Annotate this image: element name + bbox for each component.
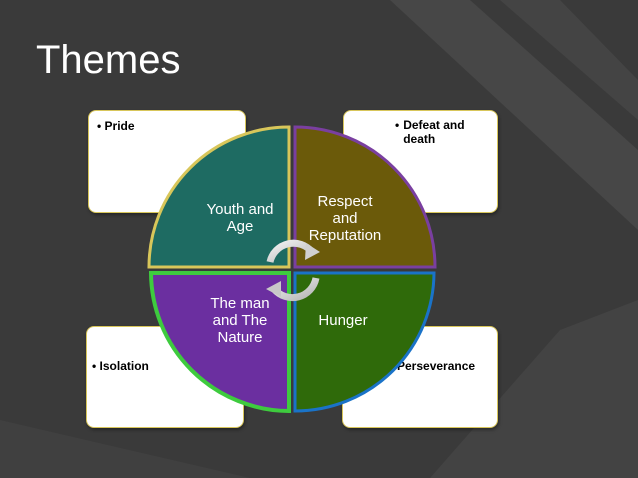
box-pride-text: • Pride bbox=[97, 119, 157, 133]
box-defeat-text: • Defeat and death bbox=[395, 118, 490, 146]
theme-pride: Pride bbox=[104, 119, 135, 133]
box-perseverance-text: • Perseverance bbox=[397, 359, 497, 373]
quadrant-label-hunger: Hunger bbox=[318, 312, 368, 329]
theme-perseverance: Perseverance bbox=[397, 359, 476, 373]
quadrant-label-youth-and-age: Youth and Age bbox=[206, 201, 274, 235]
slide-title: Themes bbox=[36, 38, 181, 82]
quadrant-label-respect-and-reputation: Respect and Reputation bbox=[308, 193, 382, 244]
theme-isolation: Isolation bbox=[99, 359, 149, 373]
bullet: • bbox=[92, 359, 97, 373]
quadrant-youth-and-age bbox=[147, 125, 291, 269]
quadrant-man-and-nature bbox=[148, 271, 291, 414]
circular-arrows-icon bbox=[266, 239, 320, 302]
bullet: • bbox=[395, 118, 400, 132]
quadrant-respect-and-reputation bbox=[293, 125, 437, 269]
bullet: • bbox=[97, 119, 102, 133]
quadrant-hunger bbox=[293, 271, 436, 413]
theme-defeat-and-death: Defeat and death bbox=[403, 118, 465, 146]
quadrant-label-man-and-nature: The man and The Nature bbox=[210, 295, 270, 346]
box-isolation-text: • Isolation bbox=[92, 359, 172, 373]
